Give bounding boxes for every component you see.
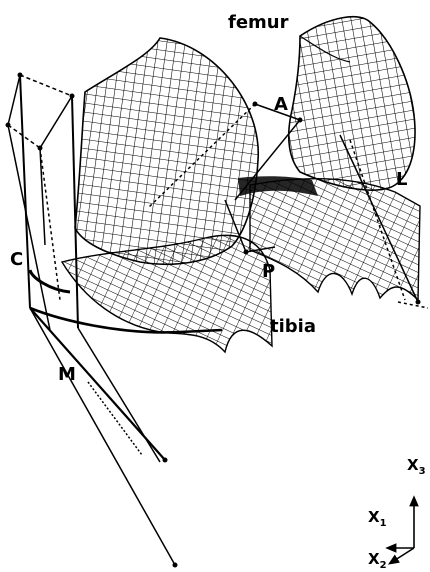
mcl-dashed	[39, 147, 61, 301]
ligament-a-upper	[254, 103, 301, 121]
capsule-cross	[39, 95, 73, 149]
label-m: M	[58, 364, 76, 385]
ligament-lines	[7, 74, 429, 566]
tibia-rim	[29, 306, 223, 334]
axis-x1-letter: X	[368, 508, 380, 526]
axis-x3-label: X3	[407, 456, 426, 477]
node-capsule-mid	[37, 145, 43, 151]
medial-ligament-dotted	[87, 381, 143, 456]
node-tibia-insert	[162, 457, 168, 463]
label-p: P	[262, 261, 275, 282]
node-tibia-bottom	[172, 562, 178, 568]
mcl-back	[7, 124, 51, 331]
node-capsule-top	[17, 72, 23, 78]
axis-x2-label: X2	[368, 550, 387, 571]
axis-x3-sub: 3	[419, 466, 426, 477]
node-p	[243, 249, 249, 255]
ligament-a-line	[234, 119, 301, 201]
label-a: A	[274, 94, 288, 115]
node-capsule-right	[69, 93, 75, 99]
axis-x3-letter: X	[407, 456, 419, 474]
ligament-a-dashed	[147, 103, 256, 209]
axis-x2-sub: 2	[380, 560, 387, 571]
femur-condyle-lateral	[287, 15, 416, 191]
node-a-top	[252, 101, 258, 107]
capsule-mid-dashed	[7, 124, 41, 149]
medial-curl	[28, 269, 71, 294]
ligament-p-foot	[245, 246, 276, 253]
coordinate-axes	[385, 495, 419, 565]
capsule-post	[39, 147, 46, 246]
axis-x1-label: X1	[368, 508, 387, 529]
label-tibia: tibia	[270, 316, 316, 337]
label-l: L	[396, 169, 407, 190]
capsule-left	[7, 74, 21, 126]
femur-condyle-medial	[74, 37, 259, 266]
capsule-top-dashed	[19, 74, 73, 97]
label-femur: femur	[228, 12, 289, 33]
ligament-nodes	[5, 72, 421, 568]
node-a-right	[297, 117, 303, 123]
node-capsule-left	[5, 122, 11, 128]
medial-ligament-inner	[77, 327, 161, 463]
intercondylar-band	[238, 176, 318, 196]
axis-x2-arrow	[387, 547, 415, 565]
axis-x2-letter: X	[368, 550, 380, 568]
mcl-long	[19, 74, 31, 309]
axis-x1-sub: 1	[380, 518, 387, 529]
ligament-l-dashed	[349, 139, 406, 301]
ligament-l-line	[339, 134, 419, 303]
tibia-surface-lateral	[249, 177, 421, 302]
label-c: C	[10, 249, 23, 270]
lateral-rim-dashed	[397, 301, 429, 309]
ligament-p-line	[224, 199, 247, 253]
mcl-front	[71, 95, 79, 329]
medial-ligament-deep	[29, 307, 176, 566]
node-l	[415, 299, 421, 305]
